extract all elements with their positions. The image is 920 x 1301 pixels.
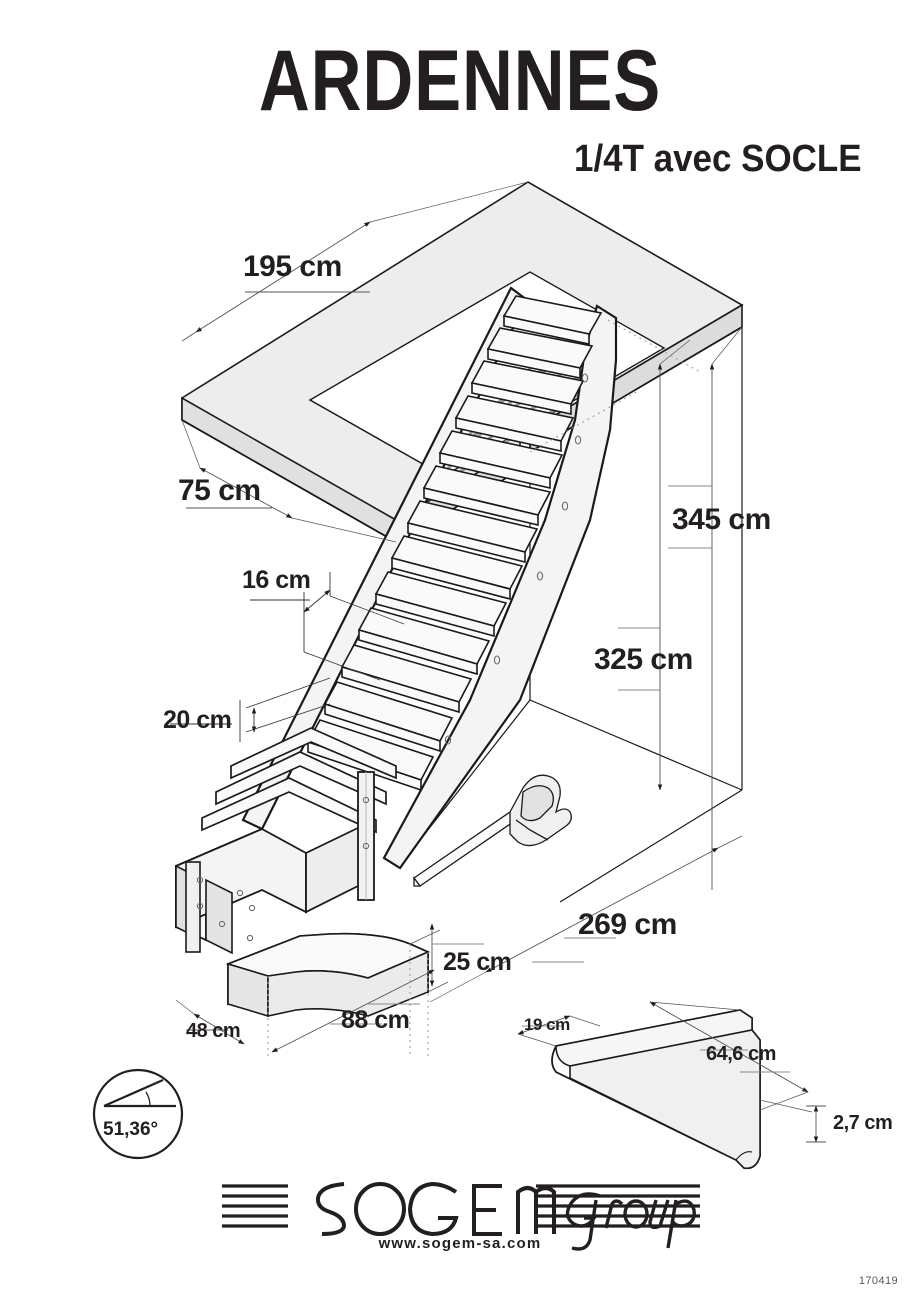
dimension-label-opening-length: 195 cm (243, 250, 342, 283)
dimension-lines (170, 181, 826, 1143)
dim-345 (668, 326, 743, 890)
handsaw-illustration (413, 774, 572, 887)
dim-195 (181, 181, 529, 342)
dimension-label-total-height: 345 cm (672, 503, 771, 536)
quarter-turn-base (175, 727, 397, 955)
dimension-label-socle-depth: 48 cm (186, 1020, 241, 1042)
detached-tread-detail (551, 1009, 761, 1170)
dim-325 (618, 339, 691, 791)
brand-logo-block: www.sogem-sa.com (0, 1167, 920, 1259)
dim-48 (175, 999, 245, 1045)
base-panel-screws (196, 796, 370, 942)
dim-20 (170, 677, 331, 742)
dim-19 (517, 1015, 601, 1047)
dim-646 (649, 1001, 809, 1111)
document-code: 170419 (858, 1275, 898, 1287)
dimension-label-tread-depth: 16 cm (242, 566, 311, 594)
dimension-label-tread-length: 64,6 cm (706, 1043, 776, 1065)
angle-icon (103, 1078, 176, 1108)
dimension-label-total-run: 269 cm (578, 908, 677, 941)
angle-value-label: 51,36° (103, 1119, 159, 1140)
projection-dotted-lines (267, 319, 701, 1060)
angle-badge (92, 1068, 184, 1160)
dim-75 (181, 419, 397, 543)
dimension-label-tread-width: 19 cm (524, 1015, 570, 1034)
dimension-label-socle-height: 25 cm (443, 948, 512, 976)
dim-88 (271, 969, 435, 1053)
logo-wordmark (315, 1181, 556, 1237)
page-subtitle: 1/4T avec SOCLE (574, 138, 862, 180)
dimension-label-socle-width: 88 cm (341, 1006, 410, 1034)
logo-right-lines (536, 1184, 700, 1228)
dimension-label-tread-thickness: 2,7 cm (833, 1112, 893, 1134)
dimension-label-opening-width: 75 cm (178, 474, 261, 507)
dimension-label-riser-height: 20 cm (163, 706, 232, 734)
dimension-label-floor-height: 325 cm (594, 643, 693, 676)
logo-script-group (565, 1192, 696, 1251)
sogem-logo (222, 1181, 700, 1251)
logo-left-lines (222, 1184, 288, 1228)
dim-16 (250, 572, 405, 681)
brand-url: www.sogem-sa.com (378, 1235, 542, 1252)
staircase-flight (241, 286, 618, 870)
page-title: ARDENNES (258, 33, 662, 129)
dim-269 (429, 835, 743, 1003)
dim-27 (759, 1099, 826, 1143)
